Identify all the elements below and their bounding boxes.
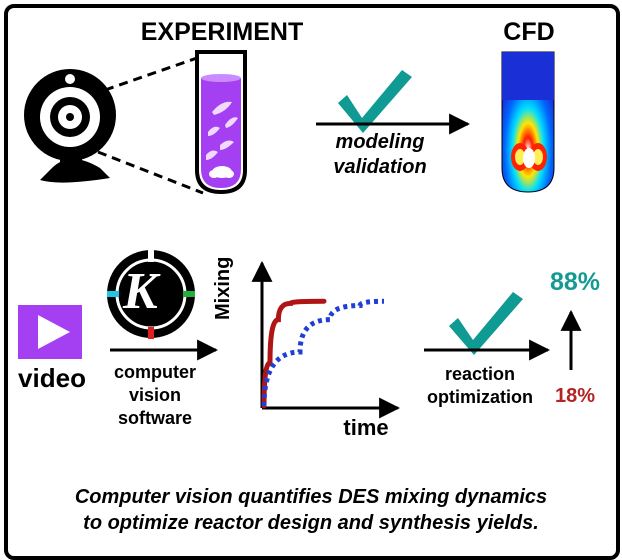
- webcam-icon: [24, 69, 116, 183]
- view-line-bottom: [97, 150, 204, 195]
- software-label: software: [117, 408, 193, 428]
- mixing-chart: [251, 260, 401, 419]
- software-logo-letter: K: [123, 263, 158, 320]
- experiment-title: EXPERIMENT: [140, 18, 304, 46]
- view-line-top: [104, 56, 198, 92]
- vision-label: vision: [128, 385, 182, 405]
- cfd-title: CFD: [503, 18, 555, 46]
- caption-line-1: Computer vision quantifies DES mixing dy…: [74, 486, 548, 508]
- optimization-label: optimization: [427, 387, 533, 407]
- optimization-check-icon: [449, 292, 523, 355]
- chart-y-label: Mixing: [212, 256, 234, 320]
- test-tube-icon: [195, 50, 247, 195]
- chart-x-label: time: [343, 415, 389, 440]
- video-label: video: [18, 363, 86, 393]
- high-yield-value: 88%: [549, 268, 601, 296]
- validation-label: validation: [333, 156, 427, 178]
- chart-series-slow: [261, 298, 385, 407]
- software-logo-icon: [107, 250, 195, 339]
- computer-label: computer: [113, 362, 197, 382]
- video-icon: [18, 305, 82, 359]
- low-yield-value: 18%: [554, 385, 596, 407]
- validation-check-icon: [338, 70, 412, 133]
- cfd-tube-icon: [501, 51, 555, 193]
- chart-series-fast: [261, 298, 327, 409]
- caption-line-2: to optimize reactor design and synthesis…: [83, 512, 539, 534]
- reaction-label: reaction: [444, 364, 516, 384]
- modeling-label: modeling: [335, 131, 425, 153]
